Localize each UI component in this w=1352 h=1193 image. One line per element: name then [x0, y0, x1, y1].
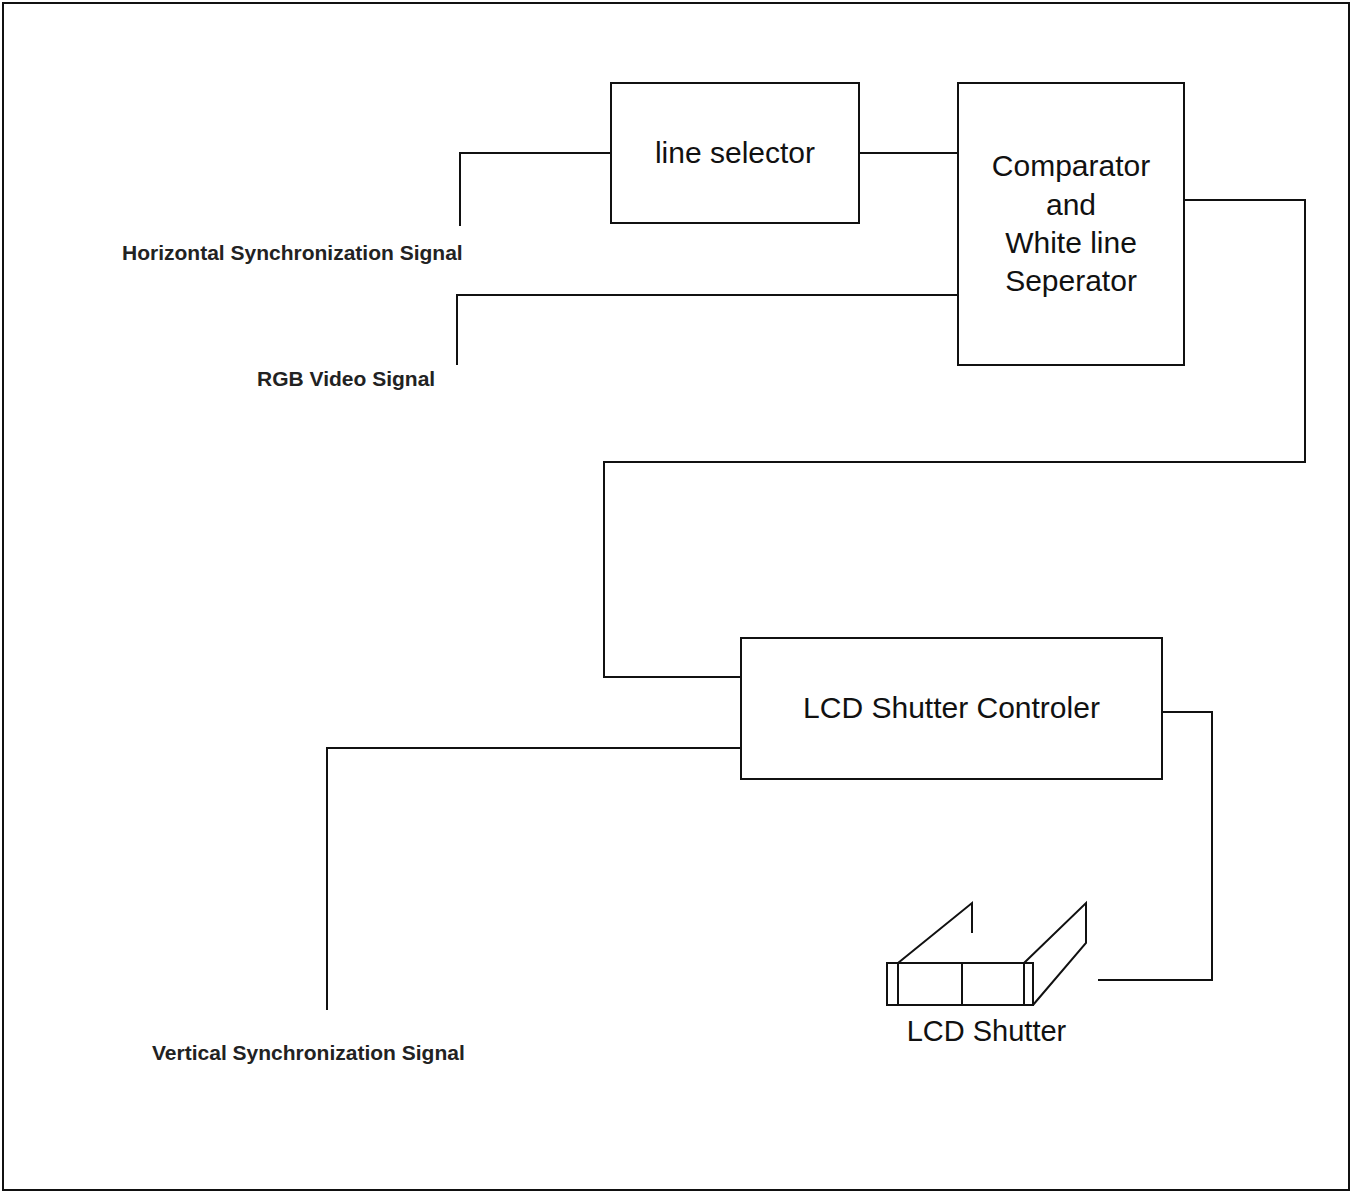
- lcd-shutter: LCD Shutter: [875, 895, 1098, 1055]
- rgb-wire: [457, 295, 957, 365]
- shutter-drawing: [875, 895, 1090, 1010]
- process-box: LCD Shutter Controler: [740, 637, 1163, 780]
- h-sync-wire: [460, 153, 610, 226]
- page-frame: [3, 3, 1349, 1190]
- shutter-label: LCD Shutter: [875, 1013, 1098, 1050]
- v-sync-wire: [327, 748, 740, 1010]
- signal-name: Vertical Synchronization Signal: [150, 1041, 467, 1065]
- signal-name: RGB Video Signal: [255, 367, 437, 391]
- wire: [604, 200, 1305, 677]
- box-label: Comparator and White line Seperator: [992, 147, 1150, 301]
- process-box: Comparator and White line Seperator: [957, 82, 1185, 366]
- wire: [860, 152, 957, 154]
- box-label: LCD Shutter Controler: [803, 689, 1100, 727]
- box-label: line selector: [655, 134, 815, 172]
- signal-name: Horizontal Synchronization Signal: [120, 241, 465, 265]
- process-box: line selector: [610, 82, 860, 224]
